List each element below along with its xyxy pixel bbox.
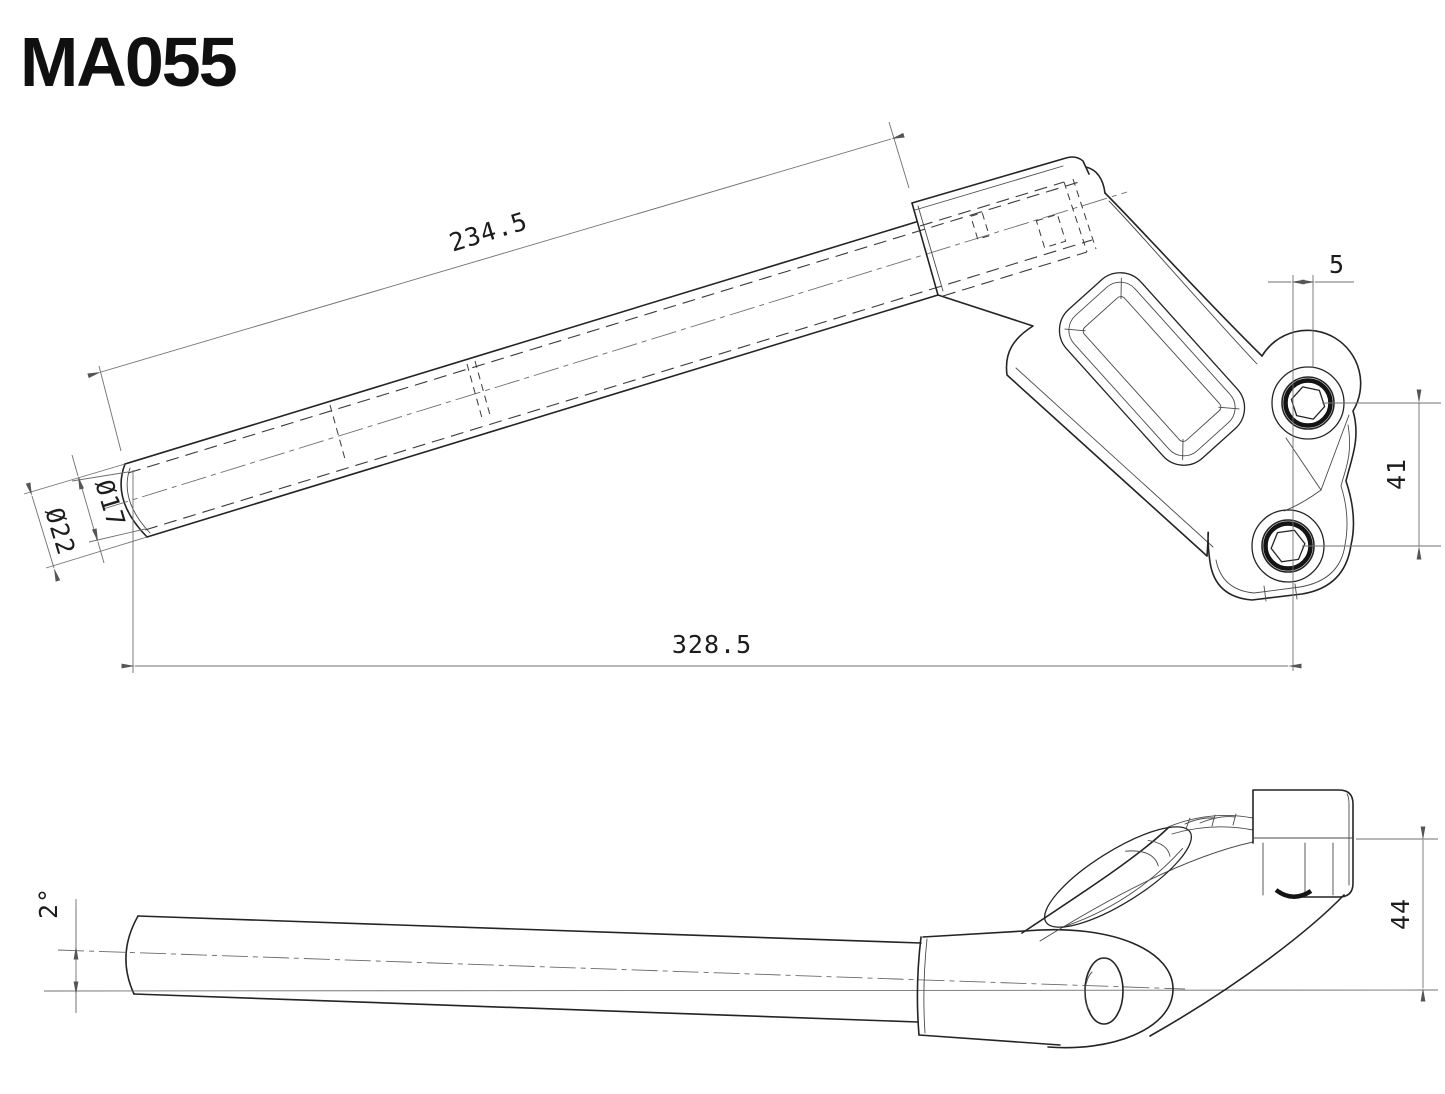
tube-joint-line-1 (329, 404, 346, 460)
tube-top-edge (124, 221, 917, 465)
clamp-bore-hidden-end (1063, 181, 1088, 253)
slot-wall-curves (1124, 839, 1171, 867)
flange-inner-offset (1215, 424, 1351, 594)
hidden-bore-bottom (144, 239, 1093, 531)
dim-label-bolt-spacing: 41 (1382, 458, 1411, 490)
arm-slot (1043, 826, 1193, 928)
dim-label-tube-length: 234.5 (446, 206, 531, 257)
clamp-hidden-details (919, 178, 1097, 297)
clamp-bore-hidden-bottom (942, 251, 1088, 297)
dim-clamp-height: 44 (1356, 826, 1438, 1002)
bolt-hole (1084, 957, 1124, 1025)
tube-centerline (57, 949, 1186, 990)
pocket-rim-lower (1171, 826, 1254, 835)
arm-inner-edge (1039, 841, 1254, 942)
bolt-hole-counterbore (1084, 971, 1093, 1012)
pocket-outer (1058, 272, 1246, 466)
flange-chamfer-tick-2 (1294, 583, 1298, 600)
arm-upper-edge (1104, 192, 1263, 357)
dim-label-clamp-height: 44 (1386, 898, 1415, 930)
extension-line (45, 536, 148, 569)
dim-label-bolt-offset: 5 (1329, 250, 1345, 279)
setscrew-hidden (970, 212, 990, 240)
handlebar-tube (102, 181, 1128, 538)
clamp-top-edge (911, 156, 1090, 204)
hex-socket (1270, 529, 1306, 563)
sleeve-top-edge (922, 930, 1025, 938)
flange-chamfer-tick-1 (1263, 585, 1267, 602)
horizontal-reference-line (43, 989, 1439, 992)
clamp-and-bracket-side (916, 789, 1354, 1049)
pocket-rim-ticks (1185, 813, 1237, 830)
arm-lower-silhouette (1149, 894, 1345, 1037)
tube-end-cap (125, 915, 139, 995)
tube-joint-line-2 (466, 363, 483, 419)
clamp-bore-bottom (1274, 888, 1313, 899)
arm-upper-silhouette (1021, 827, 1169, 934)
boss-outline (1023, 928, 1174, 1049)
dimension-line (87, 132, 905, 379)
dim-overall-length: 328.5 (121, 275, 1302, 673)
clamp-bore-hidden-top (919, 181, 1065, 227)
dim-bolt-offset: 5 (1268, 250, 1354, 368)
arm-upper-edge-inner (1108, 200, 1258, 365)
clamp-top-edge-inner (914, 165, 1064, 211)
slot-outline (1043, 826, 1193, 928)
dim-label-outer-diameter: Ø22 (39, 504, 81, 559)
pocket-rim-curves (1184, 816, 1236, 825)
bar-end-bump (1085, 166, 1106, 194)
top-view: 234.5 Ø22 Ø17 328.5 5 (23, 121, 1441, 673)
clamp-block-inner-edge (1346, 793, 1350, 886)
handlebar-tube-side (43, 915, 1439, 1023)
tube-bottom-edge (146, 294, 939, 538)
tube-top-edge (137, 915, 922, 944)
dim-bend-angle: 2° (34, 887, 79, 1013)
hidden-bore-top (127, 181, 1080, 474)
flange-outline (1206, 329, 1362, 601)
pocket-mid (1068, 281, 1236, 457)
pinch-slot-hidden (1035, 213, 1067, 249)
drawing-number: MA055 (20, 23, 236, 101)
extension-line (71, 471, 129, 482)
dim-arrow (91, 528, 105, 564)
side-view: 2° 44 (34, 789, 1439, 1049)
arm-pocket (1058, 272, 1246, 466)
pocket-floor (1082, 296, 1222, 442)
tube-end-cap (120, 463, 148, 538)
flange-rib-curve (1283, 489, 1322, 512)
tube-bottom-edge (133, 993, 919, 1023)
pocket-rim-upper (1167, 815, 1254, 828)
sleeve-left-edge (916, 936, 922, 1036)
dim-label-inner-diameter: Ø17 (89, 476, 131, 531)
sleeve-left-edge-inner (923, 938, 928, 1034)
arm-lower-edge (937, 294, 1208, 557)
extension-line (888, 121, 910, 189)
dim-label-overall-length: 328.5 (672, 630, 752, 659)
clamp-left-edge-inner (917, 205, 944, 292)
extension-line (98, 365, 122, 452)
clamp-block (1252, 789, 1354, 898)
dim-label-bend-angle: 2° (34, 887, 63, 919)
extension-line (88, 528, 146, 543)
tube-centerline (102, 191, 1128, 510)
tube-end-cap-inner (126, 467, 151, 534)
dim-arrow (71, 454, 85, 490)
clamp-bore-hidden-end-2 (1072, 178, 1097, 250)
clamp-left-edge (911, 202, 939, 296)
dimension-line-od (25, 482, 61, 582)
sleeve-bottom-edge (918, 1034, 1061, 1046)
tube-joint-line-3 (474, 360, 491, 416)
dim-tube-length: 234.5 (87, 121, 910, 452)
arm-lower-edge-inner (1015, 367, 1214, 548)
dim-bolt-spacing: 41 (1302, 389, 1441, 560)
pocket-corner-bevels (1064, 277, 1240, 461)
hex-socket (1290, 386, 1326, 420)
slot-inner-line (1065, 847, 1184, 927)
clamp-face-lines (1262, 842, 1334, 896)
